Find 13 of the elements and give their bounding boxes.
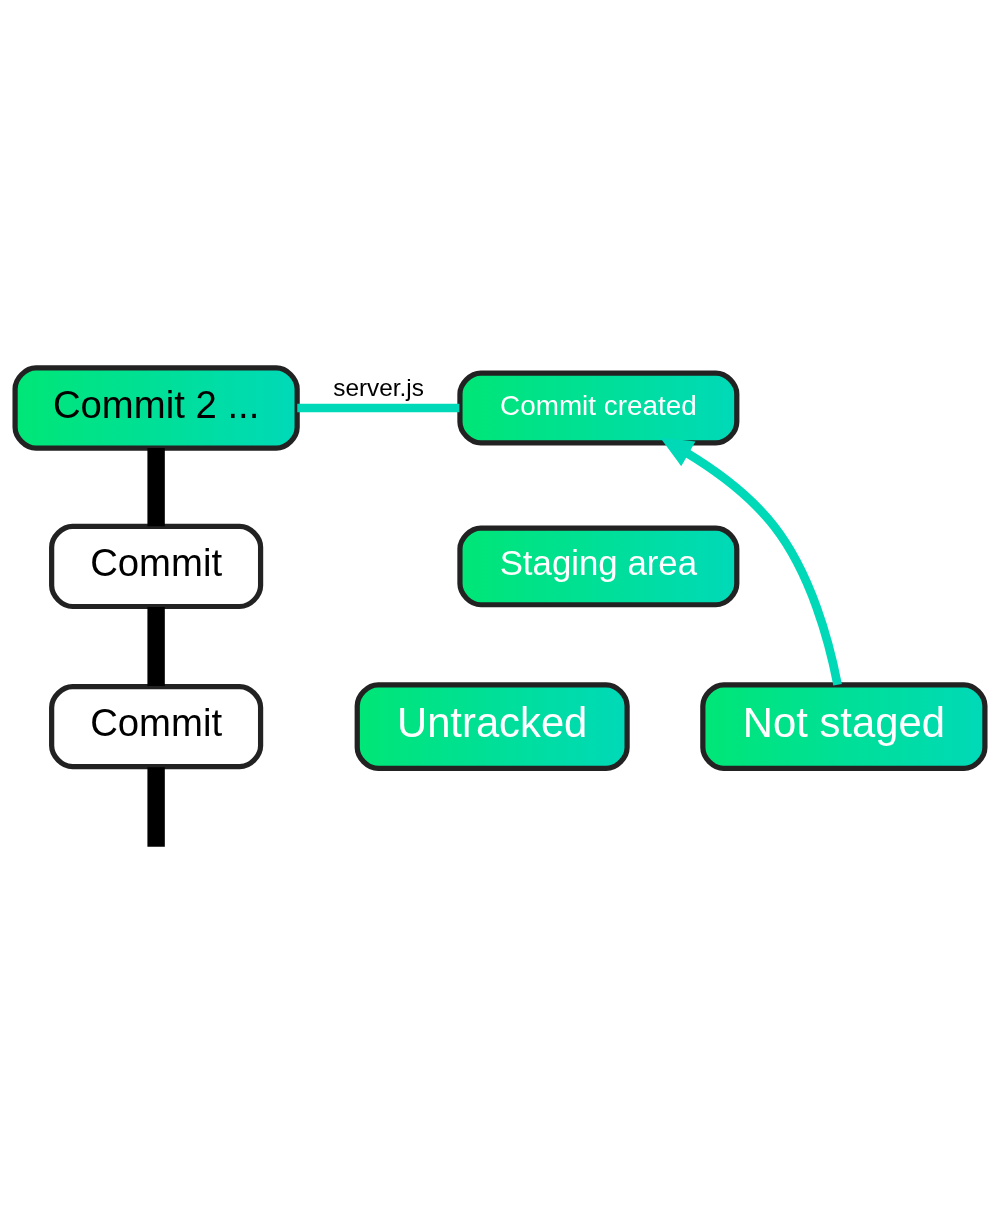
node-box: Commit 2 ... xyxy=(12,364,300,451)
node-box: Not staged xyxy=(700,681,988,771)
node-box: Commit xyxy=(49,523,264,609)
node-box: Commit created xyxy=(457,370,740,445)
edge-label: server.js xyxy=(333,373,424,401)
connector xyxy=(297,403,460,412)
connector xyxy=(147,606,165,686)
node-box: Staging area xyxy=(457,525,740,607)
connector xyxy=(147,766,165,847)
connector xyxy=(147,447,165,526)
arrow xyxy=(660,437,842,686)
node-box: Untracked xyxy=(354,681,630,771)
node-box: Commit xyxy=(49,683,264,769)
